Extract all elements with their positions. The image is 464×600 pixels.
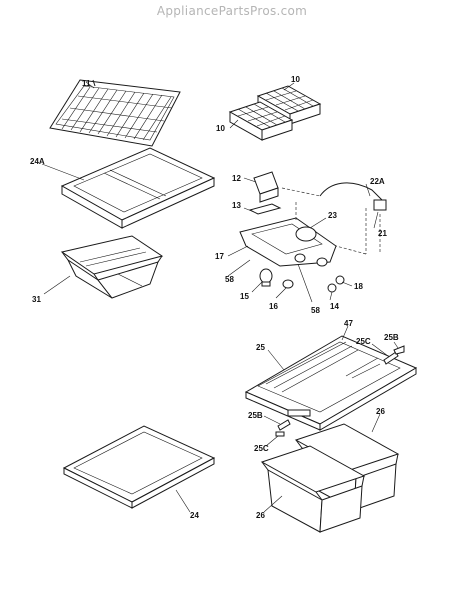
- callout-13: 13: [232, 201, 241, 210]
- callout-25B-mid: 25B: [248, 411, 263, 420]
- callout-10-upper: 10: [291, 75, 300, 84]
- callout-25C-mid: 25C: [254, 444, 269, 453]
- callout-11: 11: [82, 79, 91, 88]
- glass-shelf-framed: [60, 147, 216, 229]
- callout-17: 17: [215, 252, 224, 261]
- crisper-cover: [244, 335, 418, 437]
- callout-12: 12: [232, 174, 241, 183]
- wire-shelf: [49, 79, 181, 147]
- callout-58-right: 58: [311, 306, 320, 315]
- callout-25: 25: [256, 343, 265, 352]
- callout-22A: 22A: [370, 177, 385, 186]
- watermark: AppliancePartsPros.com: [156, 4, 308, 18]
- callout-25B-top: 25B: [384, 333, 399, 342]
- crisper-drawer-small: [60, 235, 164, 299]
- crisper-drawer-left: [260, 445, 366, 533]
- callout-23: 23: [328, 211, 337, 220]
- callout-26-left: 26: [256, 511, 265, 520]
- callout-47: 47: [344, 319, 353, 328]
- callout-24A: 24A: [30, 157, 45, 166]
- callout-26-right: 26: [376, 407, 385, 416]
- glass-shelf: [62, 425, 216, 509]
- callout-21: 21: [378, 229, 387, 238]
- callout-25C-top: 25C: [356, 337, 371, 346]
- callout-14: 14: [330, 302, 339, 311]
- leader-lines: [41, 81, 399, 513]
- callout-15: 15: [240, 292, 249, 301]
- callout-10-lower: 10: [216, 124, 225, 133]
- callout-31: 31: [32, 295, 41, 304]
- temperature-control-assembly: [239, 171, 387, 293]
- callout-18: 18: [354, 282, 363, 291]
- callout-58-left: 58: [225, 275, 234, 284]
- callout-16: 16: [269, 302, 278, 311]
- ice-tray-lower: [228, 101, 294, 141]
- callout-labels: 11 10 10 24A 12 22A 13 23 21 17 58 15 16…: [30, 75, 399, 520]
- callout-24: 24: [190, 511, 199, 520]
